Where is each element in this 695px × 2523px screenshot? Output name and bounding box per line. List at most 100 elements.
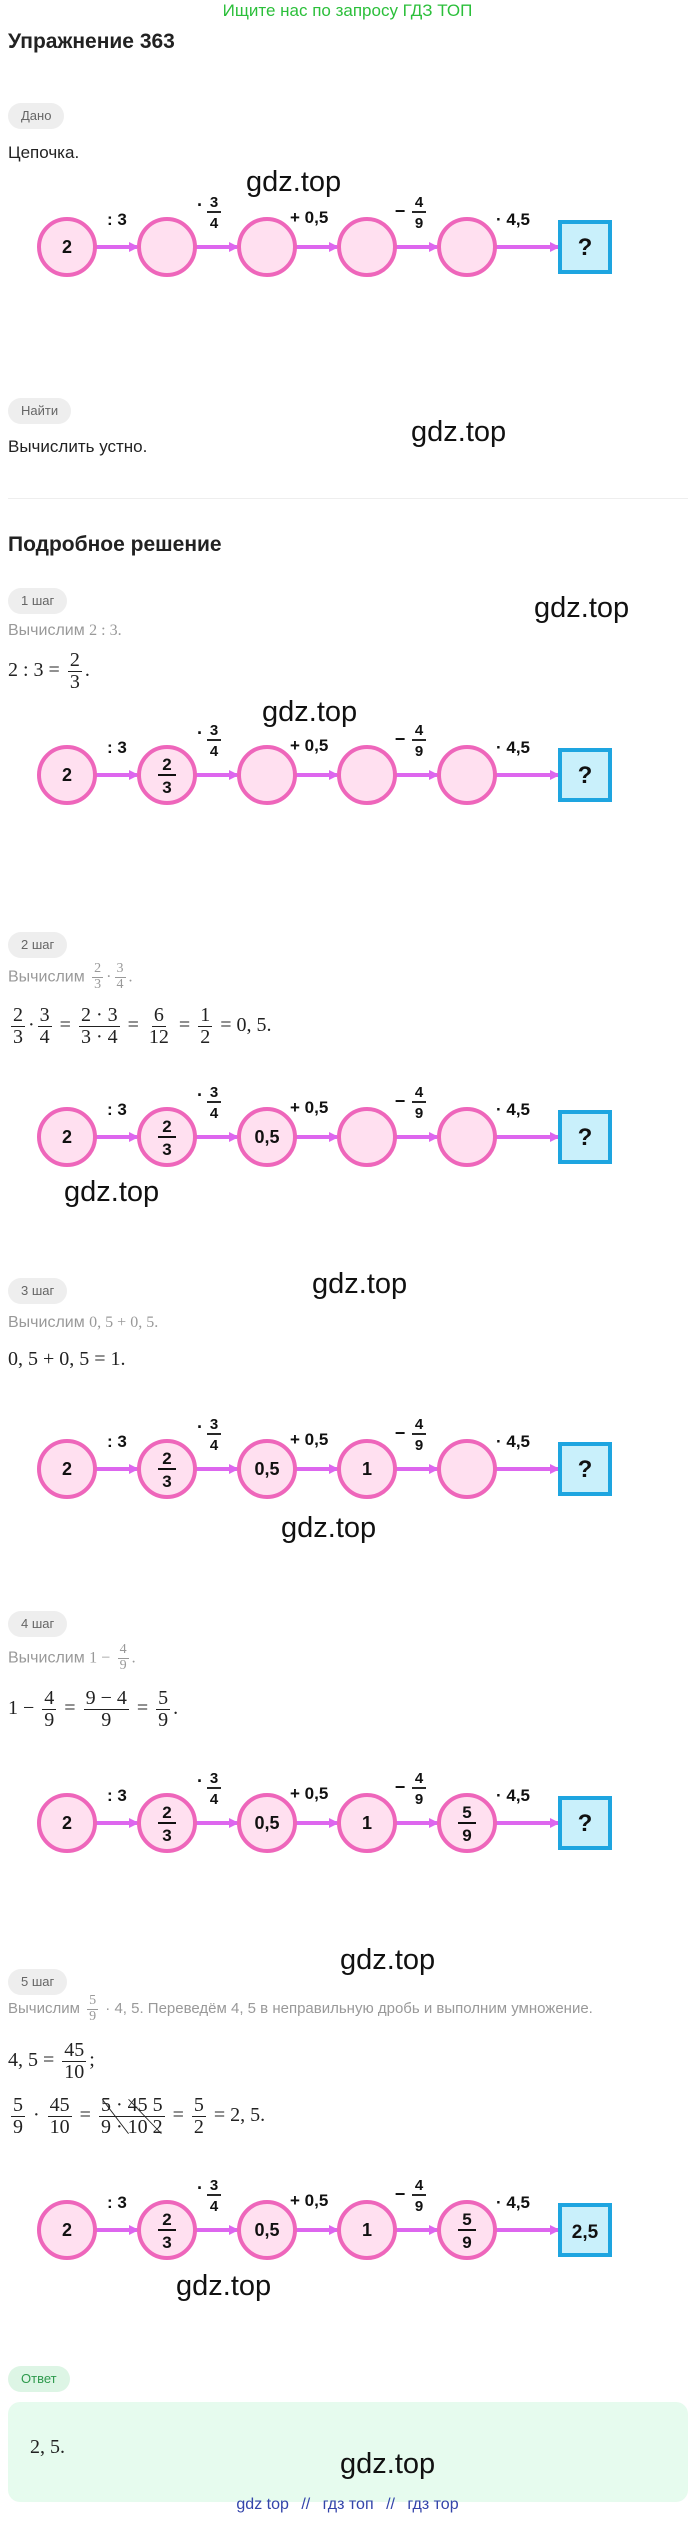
circle-value: 0,5	[254, 1813, 279, 1833]
operation-fraction-denominator: 4	[210, 1437, 219, 1454]
chain-circle	[337, 1439, 397, 1499]
watermark: gdz.top	[262, 696, 358, 728]
chain-circle	[437, 217, 497, 277]
page-title: Упражнение 363	[8, 30, 175, 53]
find-pill: Найти	[8, 398, 72, 424]
chain-circle	[37, 217, 97, 277]
given-pill: Дано	[8, 103, 65, 129]
watermark: gdz.top	[411, 416, 507, 448]
watermark: gdz.top	[340, 2448, 436, 2480]
circle-value: 0,5	[254, 1459, 279, 1479]
circle-value-numerator: 2	[162, 1803, 171, 1822]
watermark: gdz.top	[281, 1512, 377, 1544]
operation-multiply: · 4,5	[496, 1432, 530, 1451]
footer-link[interactable]: gdz top	[236, 2496, 289, 2513]
operation-divide: : 3	[107, 210, 127, 229]
answer-box	[8, 2402, 688, 2502]
operation-minus-sign: −	[395, 201, 406, 221]
answer-pill: Ответ	[8, 2366, 70, 2392]
step-3-result: 0, 5 + 0, 5 = 1.	[8, 1348, 126, 1370]
result-value: ?	[578, 762, 593, 789]
chain-diagram-given: 2?: 3·34+ 0,5−49· 4,5	[37, 194, 612, 277]
result-box	[558, 1110, 612, 1164]
chain-circle	[337, 217, 397, 277]
operation-multiply: · 4,5	[496, 2193, 530, 2212]
chain-circle	[37, 1793, 97, 1853]
circle-value: 1	[362, 2220, 372, 2240]
operation-fraction-numerator: 4	[415, 1416, 424, 1433]
result-value: ?	[578, 1456, 593, 1483]
operation-divide: : 3	[107, 2193, 127, 2212]
circle-value: 0,5	[254, 1127, 279, 1147]
operation-fraction-denominator: 9	[415, 2198, 423, 2215]
result-box	[558, 748, 612, 802]
operation-fraction-denominator: 4	[210, 1791, 219, 1808]
chain-circle	[437, 1107, 497, 1167]
circle-value: 2	[62, 1459, 72, 1479]
circle-value: 2	[62, 2220, 72, 2240]
operation-fraction-numerator: 4	[415, 2177, 424, 2194]
step-4-pill: 4 шаг	[8, 1611, 68, 1637]
operation-multiply: · 4,5	[496, 1100, 530, 1119]
operation-fraction-denominator: 4	[210, 215, 219, 232]
operation-divide: : 3	[107, 1432, 127, 1451]
chain-circle	[237, 1107, 297, 1167]
find-text: Вычислить устно.	[8, 437, 148, 456]
operation-add: + 0,5	[290, 1430, 328, 1449]
chain-circle	[237, 217, 297, 277]
circle-value: 0,5	[254, 2220, 279, 2240]
operation-fraction-denominator: 9	[415, 1437, 423, 1454]
operation-multiply-sign: ·	[197, 1417, 203, 1437]
circle-value-denominator: 3	[162, 2233, 171, 2252]
circle-value-numerator: 2	[162, 2210, 171, 2229]
chain-circle	[437, 1439, 497, 1499]
result-box	[558, 1442, 612, 1496]
operation-multiply-sign: ·	[197, 723, 203, 743]
search-banner[interactable]: Ищите нас по запросу ГДЗ ТОП	[222, 1, 473, 20]
operation-multiply-sign: ·	[197, 195, 203, 215]
operation-fraction-denominator: 9	[415, 1105, 423, 1122]
operation-fraction-denominator: 4	[210, 1105, 219, 1122]
watermark: gdz.top	[340, 1944, 436, 1976]
solution-title: Подробное решение	[8, 533, 222, 556]
answer-text: 2, 5.	[30, 2436, 65, 2458]
watermark: gdz.top	[534, 592, 630, 624]
footer-link[interactable]: гдз топ	[322, 2496, 374, 2513]
result-value: ?	[578, 1124, 593, 1151]
footer-separator: //	[301, 2496, 311, 2513]
circle-value-numerator: 5	[462, 2210, 471, 2229]
step-5-pill: 5 шаг	[8, 1969, 68, 1995]
operation-fraction-denominator: 4	[210, 2198, 219, 2215]
step-1-pill: 1 шаг	[8, 588, 68, 614]
chain-diagram-step-1: 223?: 3·34+ 0,5−49· 4,5	[37, 722, 612, 805]
circle-value-denominator: 9	[462, 1826, 471, 1845]
operation-minus-sign: −	[395, 1423, 406, 1443]
operation-fraction-denominator: 9	[415, 743, 423, 760]
operation-fraction-numerator: 3	[210, 1770, 218, 1787]
operation-add: + 0,5	[290, 2191, 328, 2210]
operation-minus-sign: −	[395, 1777, 406, 1797]
footer-link[interactable]: гдз тор	[407, 2496, 459, 2513]
result-box	[558, 2203, 612, 2257]
chain-circle	[237, 1793, 297, 1853]
result-box	[558, 1796, 612, 1850]
result-value: ?	[578, 1810, 593, 1837]
circle-value-denominator: 9	[462, 2233, 471, 2252]
circle-value-denominator: 3	[162, 1140, 171, 1159]
result-box	[558, 220, 612, 274]
chain-circle	[437, 745, 497, 805]
operation-minus-sign: −	[395, 2184, 406, 2204]
operation-multiply: · 4,5	[496, 210, 530, 229]
footer-separator: //	[386, 2496, 395, 2513]
footer-links: gdz top // гдз топ // гдз тор	[0, 2496, 695, 2514]
circle-value: 2	[62, 237, 72, 257]
circle-value: 2	[62, 765, 72, 785]
